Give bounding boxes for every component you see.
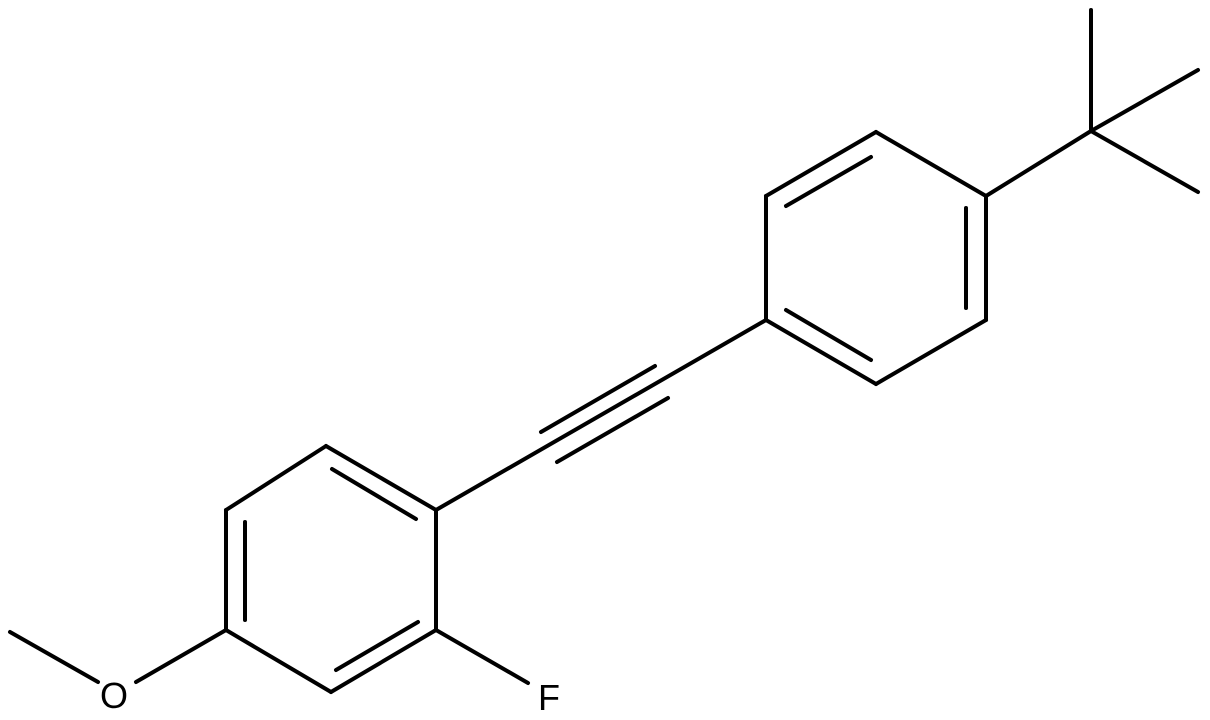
ring1-bond-c xyxy=(874,318,988,386)
bond-tbu-to-ring xyxy=(984,129,1093,198)
alkyne-linker xyxy=(434,318,768,512)
bond-c-f xyxy=(434,628,530,685)
fluoro-substituent: F xyxy=(434,628,560,718)
ring2-inner-double-1 xyxy=(330,467,418,521)
methoxy-substituent: O xyxy=(8,628,228,716)
lower-benzene-ring xyxy=(224,444,438,694)
alkyne-bond-lower xyxy=(555,396,670,464)
ring1-bond-a xyxy=(874,130,988,198)
bond-o-methyl xyxy=(8,630,100,684)
ring2-bond-a xyxy=(324,444,438,512)
ring2-inner-double-3 xyxy=(334,620,420,672)
ring2-bond-f xyxy=(224,444,328,512)
bond-tbu-methyl-lower-right xyxy=(1089,129,1200,194)
oxygen-atom-label: O xyxy=(100,675,128,716)
bond-c-o xyxy=(134,628,228,684)
alkyne-bond-main xyxy=(434,318,768,512)
bond-tbu-methyl-upper-right xyxy=(1089,68,1200,133)
ring1-bond-d xyxy=(764,318,878,386)
ring1-inner-double-1 xyxy=(784,155,873,208)
upper-benzene-ring xyxy=(764,130,988,386)
ring2-bond-d xyxy=(224,628,333,694)
fluorine-atom-label: F xyxy=(538,677,560,718)
ring2-bond-c xyxy=(329,628,438,694)
ring1-bond-f xyxy=(764,130,878,198)
tert-butyl-group xyxy=(984,8,1200,198)
alkyne-bond-upper xyxy=(539,364,657,434)
ring1-inner-double-3 xyxy=(784,308,873,362)
